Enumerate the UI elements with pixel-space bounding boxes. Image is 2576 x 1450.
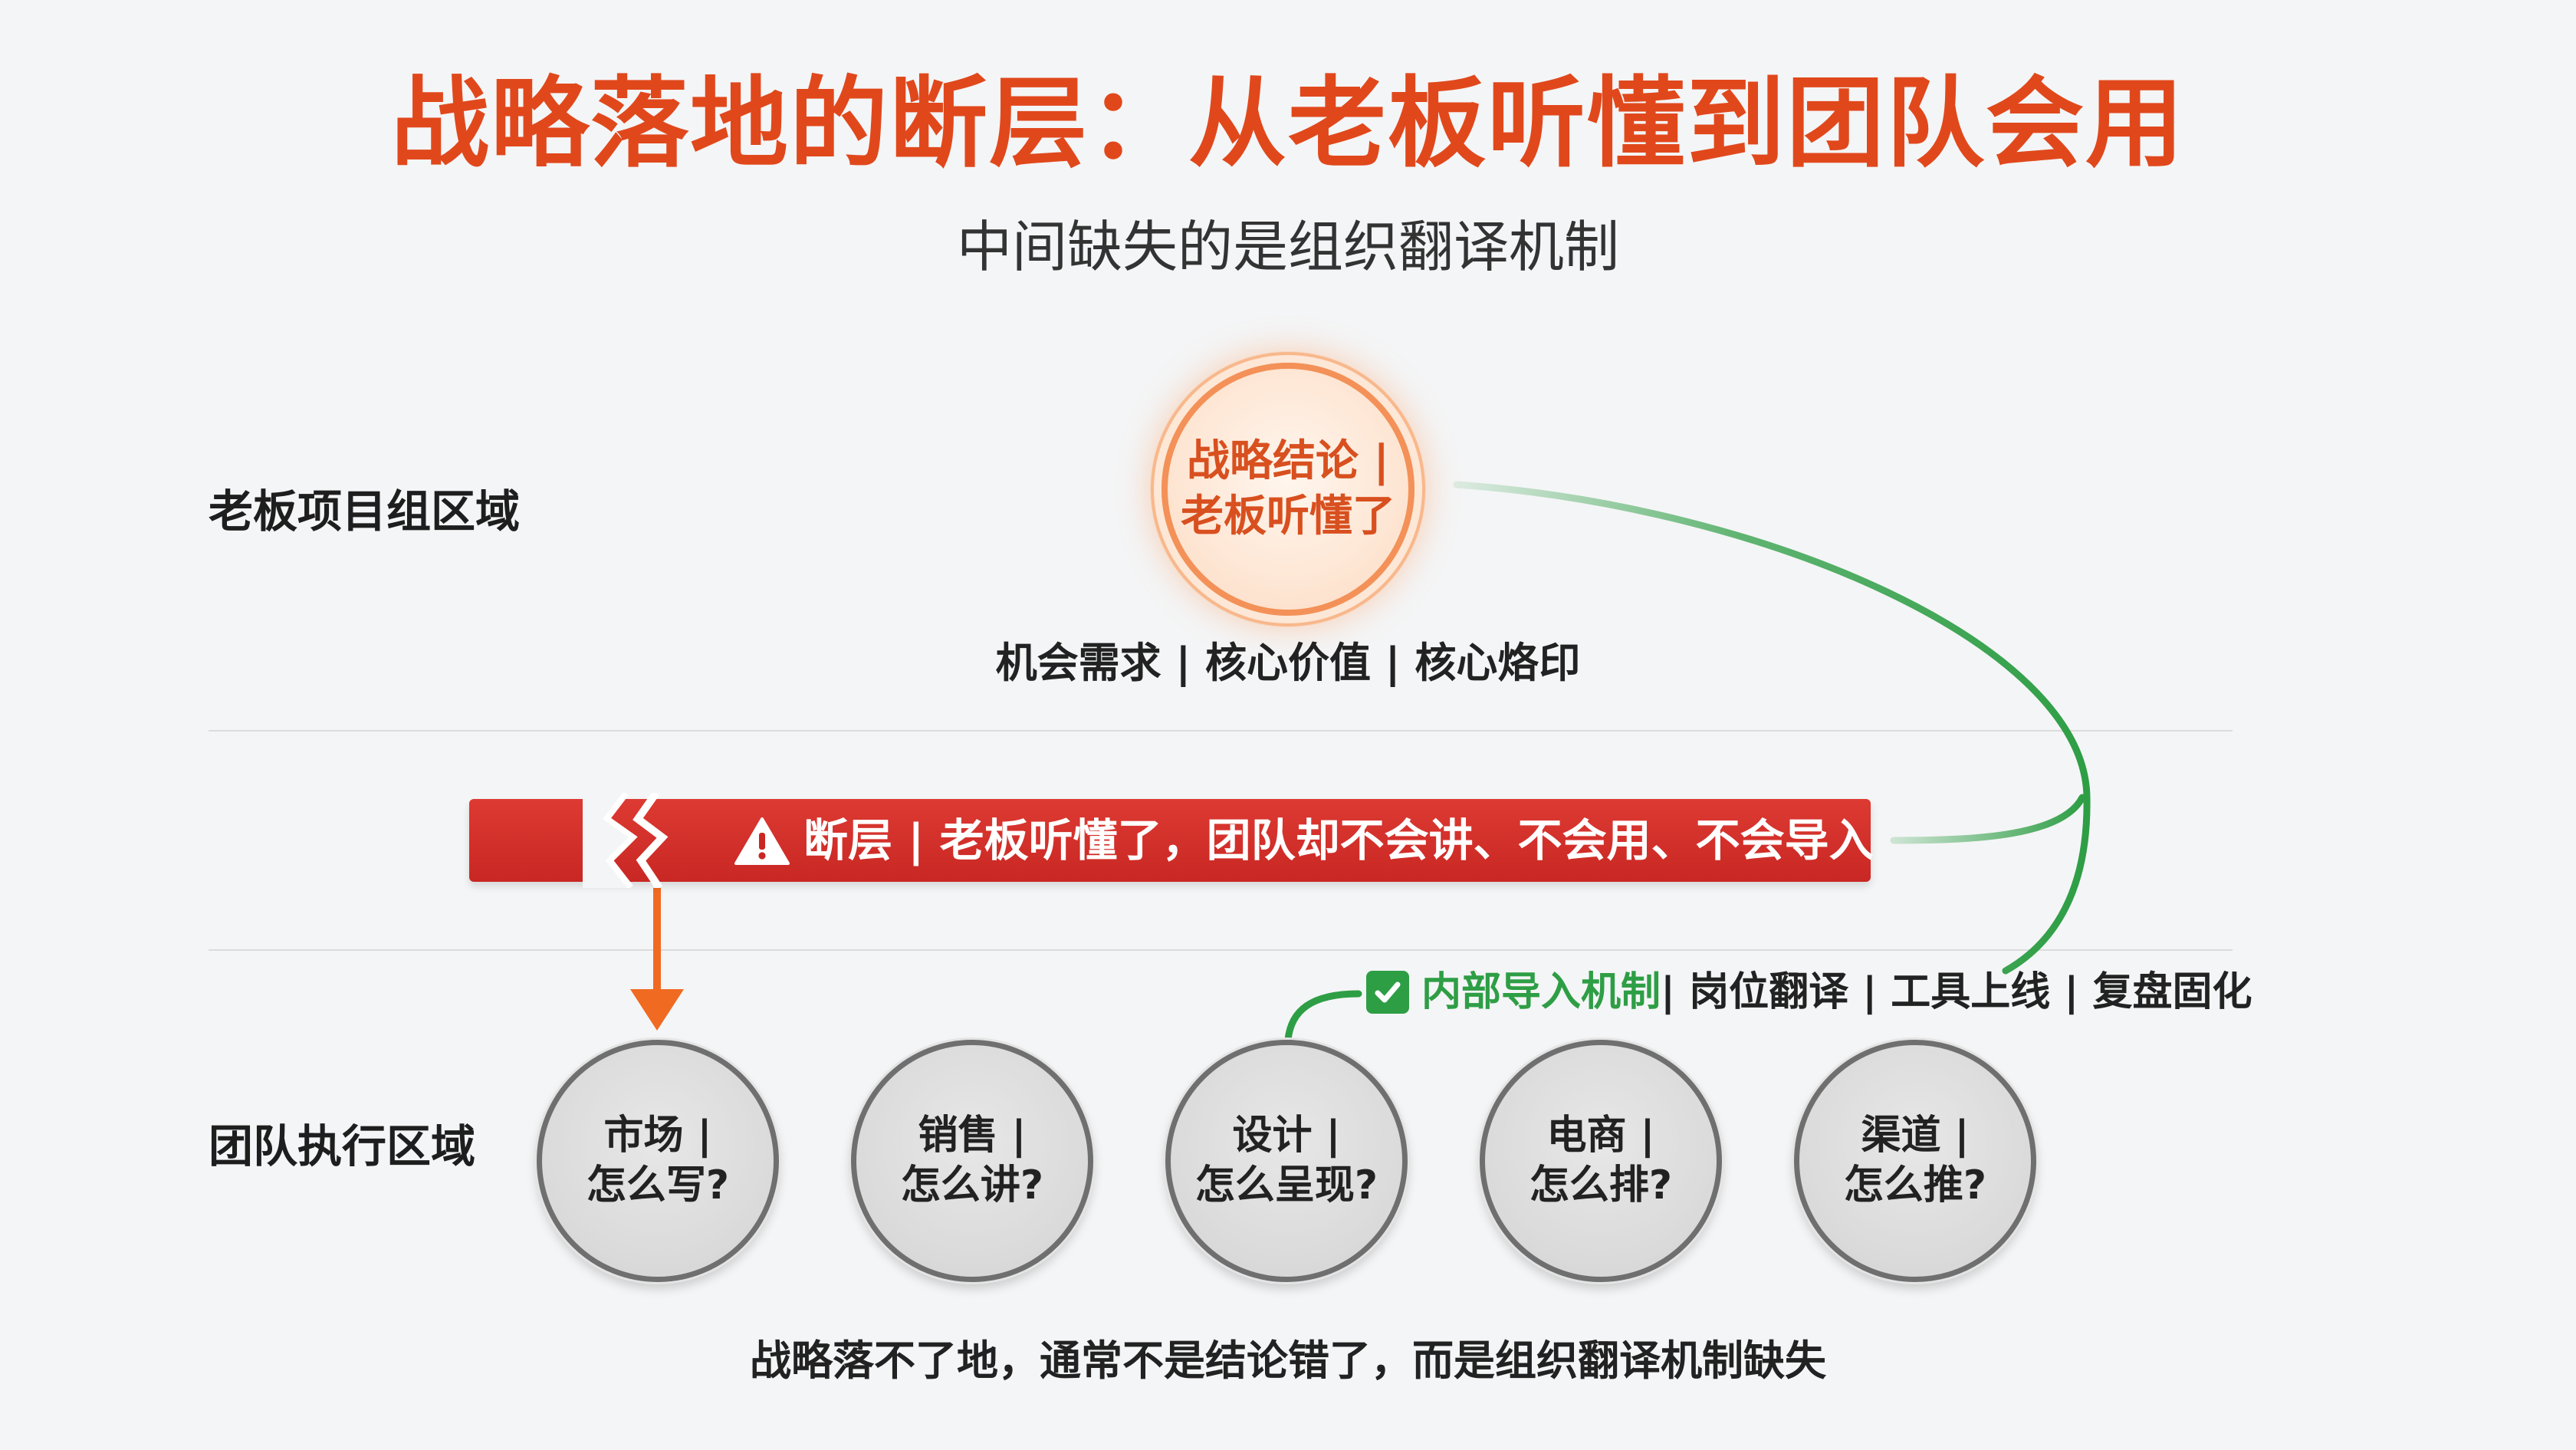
green-link-to-mechanism [1284, 990, 1362, 1044]
team-node-question: 怎么推? [1843, 1162, 1987, 1208]
core-subtext: 机会需求 | 核心价值 | 核心烙印 [995, 639, 1581, 687]
orange-arrow-head [630, 989, 684, 1031]
team-node-name: 销售 | [918, 1113, 1027, 1159]
team-node-design: 设计 | 怎么呈现? [1165, 1040, 1408, 1282]
divider-top [209, 730, 2233, 732]
team-node-text: 设计 | 怎么呈现? [1175, 1111, 1398, 1211]
divider-bottom [209, 949, 2233, 951]
page-subtitle: 中间缺失的是组织翻译机制 [956, 215, 1619, 279]
team-node-sales: 销售 | 怎么讲? [851, 1040, 1093, 1282]
mechanism-row: 内部导入机制 | 岗位翻译 | 工具上线 | 复盘固化 [1366, 971, 2252, 1014]
team-node-question: 怎么排? [1529, 1162, 1673, 1208]
mechanism-steps: | 岗位翻译 | 工具上线 | 复盘固化 [1661, 969, 2252, 1015]
team-node-question: 怎么写? [586, 1162, 730, 1208]
gap-content: 断层 | 老板听懂了，团队却不会讲、不会用、不会导入 [734, 799, 1874, 882]
team-node-name: 电商 | [1546, 1113, 1655, 1159]
core-line-1: 战略结论 | [1187, 436, 1389, 487]
team-node-text: 市场 | 怎么写? [547, 1111, 769, 1211]
page-title: 战略落地的断层：从老板听懂到团队会用 [390, 67, 2185, 181]
gap-banner [469, 799, 1871, 882]
warning-icon [734, 817, 790, 865]
team-node-channel: 渠道 | 怎么推? [1794, 1040, 2036, 1282]
team-node-name: 渠道 | [1861, 1113, 1970, 1159]
boss-region-label: 老板项目组区域 [209, 485, 521, 538]
team-node-name: 设计 | [1232, 1113, 1341, 1159]
team-node-ecommerce: 电商 | 怎么排? [1480, 1040, 1722, 1282]
check-icon [1366, 971, 1409, 1014]
mechanism-label: 内部导入机制 [1421, 969, 1661, 1015]
team-node-question: 怎么呈现? [1194, 1162, 1378, 1208]
footer-note: 战略落不了地，通常不是结论错了，而是组织翻译机制缺失 [750, 1337, 1826, 1385]
core-conclusion-text: 战略结论 | 老板听懂了 [1181, 434, 1395, 544]
core-line-2: 老板听懂了 [1181, 492, 1395, 541]
team-node-text: 电商 | 怎么排? [1490, 1111, 1712, 1211]
team-node-text: 销售 | 怎么讲? [861, 1111, 1083, 1211]
green-arc-from-core [1453, 481, 2091, 975]
green-link-from-gap [1890, 794, 2086, 844]
team-region-label: 团队执行区域 [209, 1120, 476, 1172]
team-node-name: 市场 | [603, 1113, 712, 1159]
gap-text: 断层 | 老板听懂了，团队却不会讲、不会用、不会导入 [803, 814, 1874, 866]
team-node-question: 怎么讲? [900, 1162, 1044, 1208]
team-node-marketing: 市场 | 怎么写? [537, 1040, 779, 1282]
team-node-text: 渠道 | 怎么推? [1804, 1111, 2026, 1211]
core-conclusion-node: 战略结论 | 老板听懂了 [1162, 363, 1414, 616]
crack-icon [583, 793, 669, 888]
